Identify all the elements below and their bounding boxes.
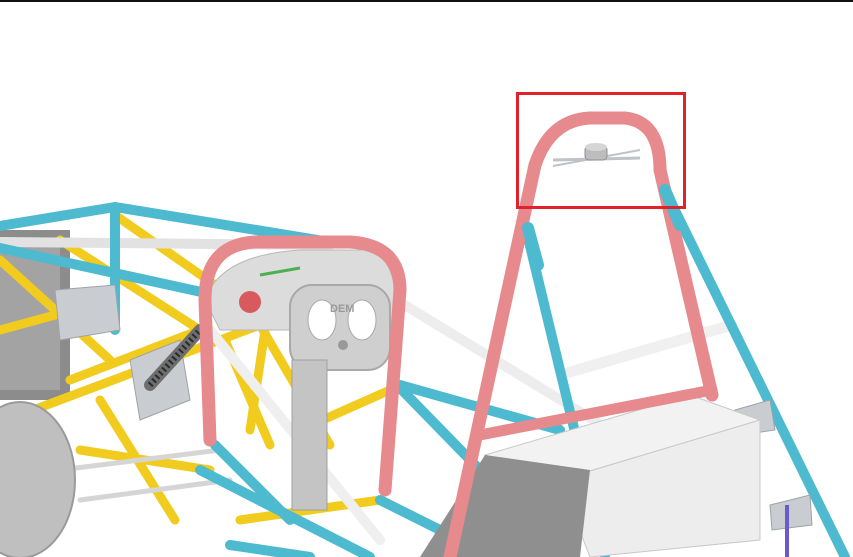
steering-wheel: DEM: [289, 284, 391, 371]
steering-logo: DEM: [330, 303, 354, 315]
steering-column: [291, 359, 328, 511]
highlight-box: [516, 92, 686, 209]
red-button: [239, 291, 261, 313]
hoop-cross-member: [474, 384, 718, 441]
top-border: [0, 0, 853, 2]
front-hoop: [198, 235, 407, 497]
camera-mount: [552, 143, 641, 167]
main-roll-hoop: [443, 111, 719, 557]
shock-absorber: [144, 324, 206, 391]
engine-box: [420, 394, 762, 557]
wheel: [0, 401, 76, 557]
